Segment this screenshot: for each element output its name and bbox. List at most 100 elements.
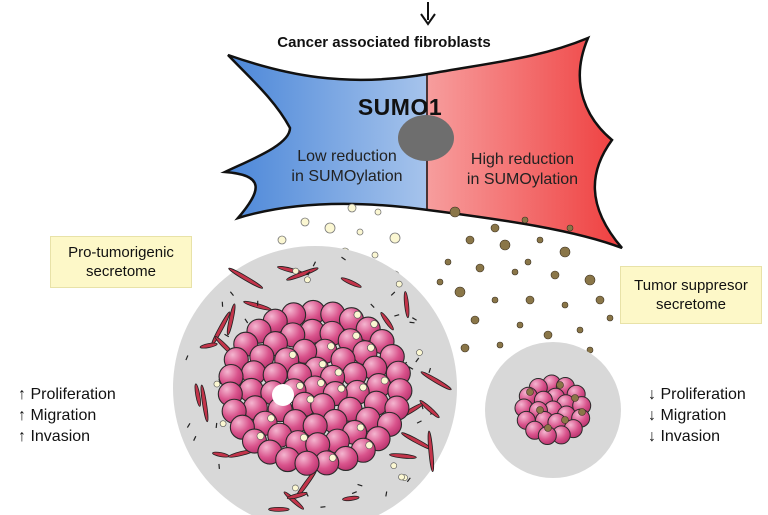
debris-vesicle [304, 276, 311, 284]
embedded-vesicle [370, 320, 378, 328]
debris-dash [244, 318, 249, 324]
debris-dash [412, 317, 417, 321]
embedded-vesicle [318, 360, 327, 368]
fibroblast-shard [380, 312, 394, 331]
debris-vesicle [292, 267, 299, 275]
nucleus [398, 115, 454, 161]
fibroblast-shard [200, 384, 209, 423]
debris-dash [416, 420, 422, 424]
cell-outline [220, 35, 623, 250]
dark-vesicle [550, 270, 560, 280]
pale-vesicle [277, 235, 287, 245]
large-tumor [173, 246, 457, 515]
high-reduction-line1: High reduction [470, 151, 575, 168]
input-arrow [420, 2, 436, 26]
debris-dash [193, 435, 197, 441]
pale-vesicle [300, 217, 310, 227]
large-tumor-cells [217, 299, 413, 476]
small-tumor [485, 342, 621, 478]
fibroblast-shard [194, 383, 202, 407]
debris-dash [370, 303, 375, 309]
debris-vesicle [398, 473, 405, 481]
embedded-vesicle [359, 383, 367, 392]
left-effect-invasion: ↑ Invasion [18, 428, 91, 445]
debris-dash [229, 291, 234, 297]
embedded-vesicle [267, 414, 275, 423]
dark-vesicle [475, 263, 485, 273]
sumo1-label: SUMO1 [357, 94, 443, 120]
dark-vesicle [470, 315, 480, 325]
debris-vesicle [292, 484, 299, 492]
debris-vesicle [219, 420, 227, 427]
left-effects-list: ↑ Proliferation ↑ Migration ↑ Invasion [18, 384, 116, 447]
low-reduction-line2: in SUMOylation [291, 168, 403, 185]
embedded-vesicle [288, 351, 297, 359]
tumor-cell [294, 450, 320, 476]
dark-vesicle [559, 246, 571, 258]
debris-dash [215, 422, 218, 428]
dark-vesicle [524, 258, 532, 266]
debris-dash [409, 321, 415, 324]
embedded-vesicle [334, 368, 343, 377]
fibroblast-cell [220, 35, 623, 250]
tumor-gap [272, 384, 294, 406]
fibroblast-shard [199, 342, 218, 349]
embedded-vesicle [365, 441, 374, 450]
large-tumor-debris [185, 256, 452, 512]
fibroblast-shard [268, 506, 290, 512]
debris-dash [305, 271, 311, 276]
dark-vesicle [511, 268, 519, 276]
fibroblast-shard [342, 495, 360, 502]
small-tumor-cells [514, 374, 592, 446]
fibroblast-shard [286, 492, 308, 500]
debris-vesicle [213, 380, 221, 388]
dark-vesicle [454, 286, 466, 298]
debris-vesicle [395, 280, 403, 288]
pale-vesicle [324, 222, 336, 234]
dark-vesicle [491, 296, 499, 304]
tumor-suppressor-line2: secretome [655, 296, 727, 313]
debris-dash [257, 300, 259, 306]
debris-dash [357, 483, 363, 487]
pro-tumorigenic-secretome-box: Pro-tumorigenic secretome [50, 236, 192, 288]
fibroblast-shard [419, 400, 440, 419]
embedded-vesicle [317, 379, 325, 387]
left-effect-migration: ↑ Migration [18, 407, 97, 424]
embedded-vesicle [356, 423, 365, 432]
dark-vesicle [576, 326, 584, 334]
pale-vesicle [347, 203, 357, 213]
debris-dash [390, 291, 396, 296]
embedded-vesicle [327, 342, 335, 351]
dark-vesicle [595, 295, 605, 305]
right-effects-list: ↓ Proliferation ↓ Migration ↓ Invasion [648, 384, 746, 447]
dark-vesicle [496, 341, 504, 349]
dark-vesicle [449, 206, 461, 218]
fibroblast-shard [420, 371, 452, 391]
tumor-suppressor-line1: Tumor suppresor [634, 277, 748, 294]
embedded-vesicle [337, 384, 346, 393]
embedded-dark-vesicle [556, 381, 564, 389]
debris-dash [320, 506, 326, 508]
embedded-dark-vesicle [571, 394, 579, 402]
debris-dash [224, 333, 230, 338]
dark-vesicle [465, 235, 475, 245]
left-effect-proliferation: ↑ Proliferation [18, 386, 116, 403]
dark-vesicle [516, 321, 524, 329]
fibroblast-shard [403, 291, 410, 319]
debris-dash [385, 491, 388, 497]
debris-dash [406, 477, 411, 483]
dark-vesicle [499, 239, 511, 251]
debris-dash [218, 463, 220, 469]
embedded-vesicle [300, 433, 308, 442]
dark-vesicle [444, 258, 452, 266]
dark-vesicle [561, 301, 569, 309]
right-effect-invasion: ↓ Invasion [648, 428, 721, 445]
pro-tumorigenic-line1: Pro-tumorigenic [68, 244, 174, 261]
fibroblast-shard [228, 267, 264, 289]
right-effect-proliferation: ↓ Proliferation [648, 386, 746, 403]
fibroblast-shard [389, 453, 417, 459]
debris-dash [341, 256, 346, 261]
debris-dash [415, 357, 420, 363]
dark-vesicle [436, 278, 444, 286]
